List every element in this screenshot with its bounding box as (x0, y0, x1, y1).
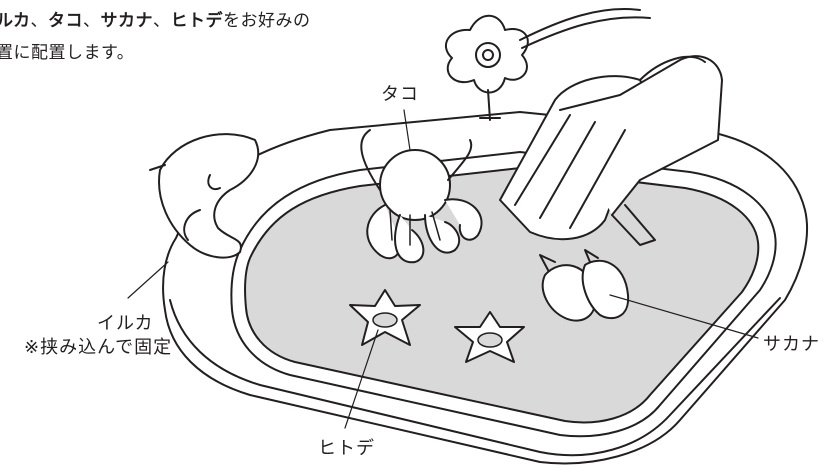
dolphin (149, 133, 260, 259)
instruction-item-starfish: ヒトデ (170, 11, 223, 31)
instruction-separator: 、 (83, 11, 101, 31)
instruction-line-1: ルカ、タコ、サカナ、ヒトデをお好みの (0, 6, 311, 31)
leader-line-fish (609, 294, 759, 339)
instruction-line-2: 置に配置します。 (0, 43, 135, 63)
instruction-suffix: をお好みの (223, 11, 311, 31)
sprinkler (445, 8, 651, 121)
instruction-separator: 、 (30, 11, 48, 31)
instruction-item-dolphin: ルカ (0, 11, 31, 31)
label-starfish: ヒトデ (318, 438, 375, 459)
octopus (360, 129, 483, 264)
instruction-item-fish: サカナ (100, 11, 153, 31)
leader-line-starfish (344, 329, 379, 429)
instruction-separator: 、 (153, 11, 171, 31)
pool-rim-front (169, 297, 781, 457)
instruction-item-octopus: タコ (48, 11, 83, 31)
leader-line-octopus (403, 109, 411, 151)
label-octopus: タコ (381, 84, 419, 105)
label-fish: サカナ (763, 334, 820, 355)
label-dolphin-note: ※挟み込んで固定 (24, 337, 173, 358)
leader-line-dolphin (127, 261, 169, 299)
water-slide (499, 55, 723, 246)
fish (539, 249, 630, 322)
label-dolphin: イルカ (97, 313, 154, 334)
